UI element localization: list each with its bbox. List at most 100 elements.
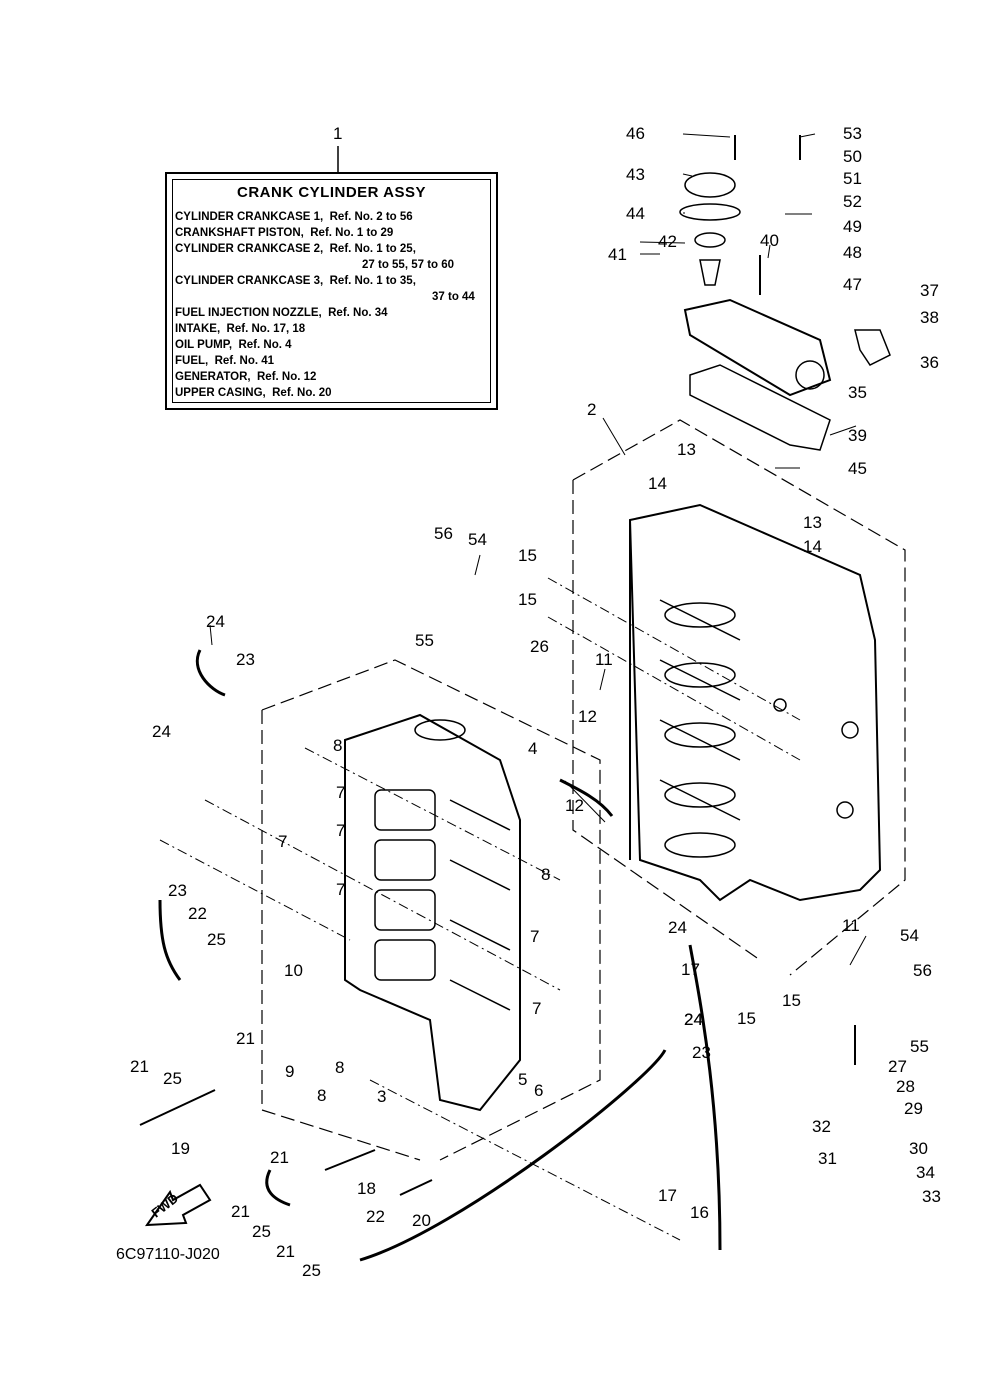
- legend-title: CRANK CYLINDER ASSY: [237, 184, 426, 201]
- callout-number: 7: [278, 832, 288, 851]
- callout-number: 13: [803, 513, 822, 532]
- callout-number: 43: [626, 165, 645, 184]
- callout-number: 54: [468, 530, 487, 549]
- callout-number: 44: [626, 204, 645, 223]
- callout-number: 21: [236, 1029, 255, 1048]
- callout-number: 25: [207, 930, 226, 949]
- callout-number: 36: [920, 353, 939, 372]
- callout-number: 32: [812, 1117, 831, 1136]
- legend-line: INTAKE, Ref. No. 17, 18: [175, 323, 306, 335]
- crankcase-block-right: [628, 503, 882, 902]
- callout-number: 34: [916, 1163, 935, 1182]
- callout-number: 37: [920, 281, 939, 300]
- callout-number: 8: [317, 1086, 327, 1105]
- callout-number: 25: [163, 1069, 182, 1088]
- callout-number: 17: [681, 960, 700, 979]
- callout-number: 56: [913, 961, 932, 980]
- callout-number: 40: [760, 231, 779, 250]
- callout-number: 16: [690, 1203, 709, 1222]
- callout-number: 12: [565, 796, 584, 815]
- callout-number: 11: [595, 650, 613, 669]
- legend-box: CRANK CYLINDER ASSY CYLINDER CRANKCASE 1…: [165, 172, 498, 410]
- callout-number: 19: [171, 1139, 190, 1158]
- callout-number: 27: [888, 1057, 907, 1076]
- callout-number: 15: [737, 1009, 756, 1028]
- callout-number: 2: [587, 400, 597, 419]
- callout-number: 6: [534, 1081, 544, 1100]
- legend-line: CRANKSHAFT PISTON, Ref. No. 1 to 29: [175, 227, 394, 239]
- callout-number: 42: [658, 232, 677, 251]
- callout-number: 41: [608, 245, 627, 264]
- callout-number: 50: [843, 147, 862, 166]
- callout-number: 38: [920, 308, 939, 327]
- top-cover-assembly: [679, 172, 891, 451]
- bolts: [139, 135, 856, 1196]
- callout-number: 54: [900, 926, 919, 945]
- cylinder-block-left: [344, 713, 521, 1112]
- callout-number: 39: [848, 426, 867, 445]
- callout-number: 12: [578, 707, 597, 726]
- callout-number: 49: [843, 217, 862, 236]
- callout-number: 20: [412, 1211, 431, 1230]
- callout-number: 17: [658, 1186, 677, 1205]
- hoses: [158, 649, 722, 1262]
- callout-number: 11: [842, 916, 860, 935]
- callout-number: 15: [782, 991, 801, 1010]
- callout-number: 18: [357, 1179, 376, 1198]
- callout-number: 48: [843, 243, 862, 262]
- callout-number: 15: [518, 546, 537, 565]
- callout-number: 21: [130, 1057, 149, 1076]
- callout-number: 55: [415, 631, 434, 650]
- callout-number: 22: [188, 904, 207, 923]
- legend-line: CYLINDER CRANKCASE 2, Ref. No. 1 to 25,: [175, 243, 416, 255]
- callout-number: 21: [270, 1148, 289, 1167]
- callout-number: 8: [541, 865, 551, 884]
- callout-number: 4: [528, 739, 538, 758]
- legend-line: CYLINDER CRANKCASE 1, Ref. No. 2 to 56: [175, 211, 413, 223]
- callout-number: 10: [284, 961, 303, 980]
- callout-number: 14: [648, 474, 667, 493]
- callout-number: 23: [168, 881, 187, 900]
- legend-line: UPPER CASING, Ref. No. 20: [175, 387, 332, 399]
- legend-line: OIL PUMP, Ref. No. 4: [175, 339, 292, 351]
- legend-line: CYLINDER CRANKCASE 3, Ref. No. 1 to 35,: [175, 275, 416, 287]
- fwd-arrow-icon: [145, 1183, 212, 1227]
- callout-number: 8: [335, 1058, 345, 1077]
- callout-number: 7: [336, 880, 346, 899]
- reference-lines: [159, 577, 801, 1241]
- callout-number: 30: [909, 1139, 928, 1158]
- callout-number: 14: [803, 537, 822, 556]
- callout-number: 7: [532, 999, 542, 1018]
- callout-number: 29: [904, 1099, 923, 1118]
- legend-line: FUEL INJECTION NOZZLE, Ref. No. 34: [175, 307, 388, 319]
- callout-number: 9: [285, 1062, 295, 1081]
- callout-number: 15: [518, 590, 537, 609]
- callout-number: 28: [896, 1077, 915, 1096]
- callout-number: 46: [626, 124, 645, 143]
- callout-number: 45: [848, 459, 867, 478]
- callout-number: 24: [684, 1010, 703, 1029]
- callout-number: 7: [336, 783, 346, 802]
- callout-number: 3: [377, 1087, 387, 1106]
- callout-number: 55: [910, 1037, 929, 1056]
- legend-line: 37 to 44: [432, 291, 475, 303]
- callout-number: 5: [518, 1070, 528, 1089]
- callout-number: 53: [843, 124, 862, 143]
- leader-lines: [209, 133, 867, 966]
- callout-number: 25: [302, 1261, 321, 1280]
- callout-number: 21: [231, 1202, 250, 1221]
- callout-number: 35: [848, 383, 867, 402]
- callout-number: 52: [843, 192, 862, 211]
- callout-number: 25: [252, 1222, 271, 1241]
- callout-number: 7: [530, 927, 540, 946]
- legend-line: FUEL, Ref. No. 41: [175, 355, 275, 367]
- legend-line: 27 to 55, 57 to 60: [362, 259, 455, 271]
- callout-number: 56: [434, 524, 453, 543]
- callout-number: 23: [236, 650, 255, 669]
- callout-number: 22: [366, 1207, 385, 1226]
- callout-number: 47: [843, 275, 862, 294]
- callout-number: 24: [668, 918, 687, 937]
- callout-number: 24: [152, 722, 171, 741]
- callout-number: 24: [206, 612, 225, 631]
